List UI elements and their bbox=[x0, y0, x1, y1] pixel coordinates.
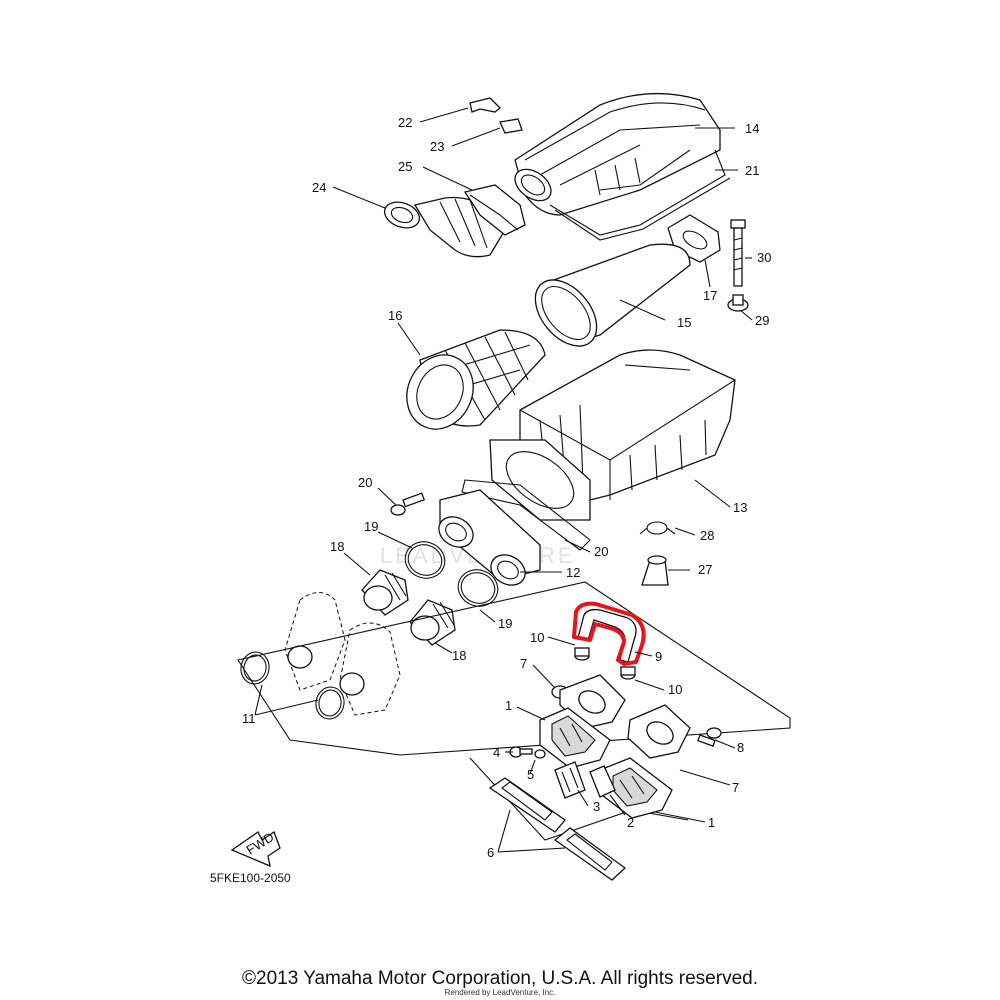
label-19-upper: 19 bbox=[364, 519, 378, 534]
label-8: 8 bbox=[737, 740, 744, 755]
part-reed-2 bbox=[589, 765, 616, 798]
part-breather-hose-9 bbox=[577, 608, 637, 663]
label-5: 5 bbox=[527, 767, 534, 782]
label-23: 22 bbox=[398, 115, 412, 130]
label-24: 23 bbox=[430, 139, 444, 154]
part-reed-valve-1-left bbox=[539, 707, 611, 769]
label-10-left: 10 bbox=[530, 630, 544, 645]
part-washer-5 bbox=[534, 749, 546, 759]
part-intake-duct bbox=[383, 184, 526, 258]
label-25: 24 bbox=[312, 180, 326, 195]
fwd-arrow-icon: FWD bbox=[230, 829, 281, 868]
part-hose-10-left bbox=[574, 647, 590, 661]
part-clamp-28 bbox=[639, 521, 676, 535]
part-clamp-19-upper bbox=[404, 541, 446, 579]
label-19-lower: 19 bbox=[498, 616, 512, 631]
label-2: 2 bbox=[627, 815, 634, 830]
diagram-code: 5FKE100-2050 bbox=[210, 871, 291, 885]
part-carburetors bbox=[284, 592, 401, 716]
rendered-by-notice: Rendered by LeadVenture, Inc. bbox=[444, 988, 556, 997]
label-21: 20 bbox=[358, 475, 372, 490]
label-22: 21 bbox=[745, 163, 759, 178]
label-26: 25 bbox=[398, 159, 412, 174]
label-28: 28 bbox=[700, 528, 714, 543]
label-7-lower: 7 bbox=[732, 780, 739, 795]
part-clamp-19-lower bbox=[457, 569, 499, 607]
label-12: 12 bbox=[566, 565, 580, 580]
label-3: 3 bbox=[593, 799, 600, 814]
part-air-box-cover bbox=[514, 92, 721, 216]
part-joint-18-upper bbox=[361, 569, 409, 616]
assembly-frame bbox=[237, 581, 791, 756]
part-washer-29 bbox=[727, 294, 749, 312]
label-4: 4 bbox=[493, 745, 500, 760]
label-7-upper: 7 bbox=[520, 656, 527, 671]
label-13: 13 bbox=[733, 500, 747, 515]
leader-lines bbox=[254, 107, 753, 853]
copyright-notice: ©2013 Yamaha Motor Corporation, U.S.A. A… bbox=[242, 968, 758, 989]
part-screw-4 bbox=[509, 746, 533, 758]
label-11: 11 bbox=[242, 711, 256, 726]
highlight-part-9 bbox=[572, 601, 646, 666]
part-drain-27 bbox=[641, 555, 669, 586]
part-clip-24 bbox=[499, 118, 523, 134]
part-air-filter-element bbox=[534, 243, 691, 347]
part-bolt-30 bbox=[730, 219, 746, 287]
label-14: 14 bbox=[745, 121, 759, 136]
label-27: 27 bbox=[698, 562, 712, 577]
part-air-box bbox=[489, 349, 736, 521]
label-1-upper: 1 bbox=[505, 698, 512, 713]
label-20: 20 bbox=[594, 544, 608, 559]
label-1-lower: 1 bbox=[708, 815, 715, 830]
label-10-right: 10 bbox=[668, 682, 682, 697]
part-cover-gasket bbox=[549, 149, 726, 236]
part-reed-stopper-3 bbox=[554, 761, 586, 799]
part-reed-spacer-7b bbox=[627, 704, 691, 759]
label-6: 6 bbox=[487, 845, 494, 860]
label-18-lower: 18 bbox=[452, 648, 466, 663]
label-30: 30 bbox=[757, 250, 771, 265]
part-screw-21 bbox=[390, 492, 426, 516]
part-clip-23 bbox=[469, 97, 501, 113]
label-18-upper: 18 bbox=[330, 539, 344, 554]
label-15: 15 bbox=[677, 315, 691, 330]
label-9: 9 bbox=[655, 649, 662, 664]
part-gasket-6-lower bbox=[553, 827, 627, 881]
label-17: 17 bbox=[703, 288, 717, 303]
label-16: 16 bbox=[388, 308, 402, 323]
part-joint-18-lower bbox=[409, 599, 456, 646]
label-29: 29 bbox=[755, 313, 769, 328]
part-gasket-6-upper bbox=[488, 777, 566, 833]
part-carb-joint bbox=[438, 489, 541, 586]
part-number-labels: 22 23 14 21 25 24 30 17 29 15 16 13 20 2… bbox=[242, 115, 771, 860]
part-bolt-8 bbox=[697, 727, 722, 747]
part-hose-10-right bbox=[620, 666, 636, 680]
part-gasket-20 bbox=[461, 479, 591, 551]
part-filter-cage bbox=[406, 329, 546, 430]
